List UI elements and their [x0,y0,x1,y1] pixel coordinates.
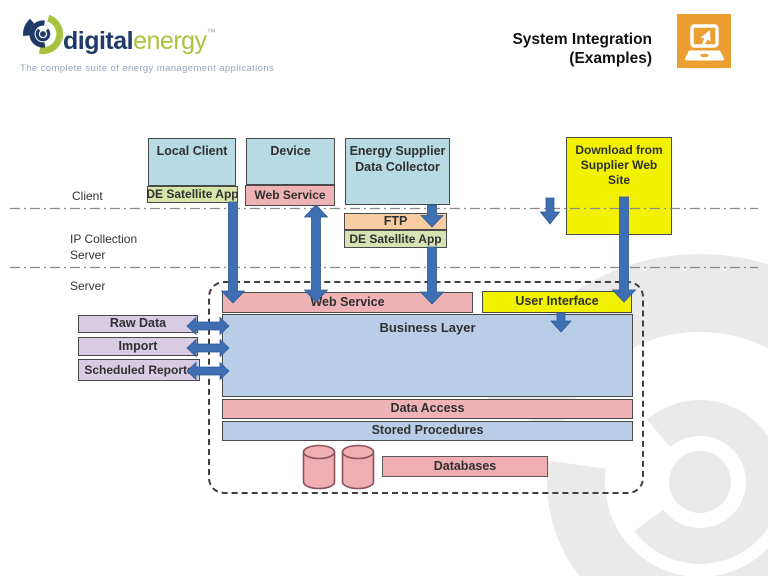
node-scheduled-reports: Scheduled Reports [78,359,200,381]
brand-word-digital: digital [63,27,134,55]
laptop-icon [677,14,731,68]
slide-title: System Integration (Examples) [512,31,652,69]
node-energy-supplier-data-collector: Energy Supplier Data Collector [345,138,450,205]
node-import: Import [78,337,198,356]
lane-label-server: Server [70,279,106,293]
node-device: Device [246,138,335,185]
brand-word-energy: energy [133,27,207,55]
node-databases: Databases [382,456,548,477]
digital-energy-logo-icon [22,13,64,55]
node-web-service-server: Web Service [222,292,473,313]
node-ftp: FTP [344,213,447,230]
slide-title-line2: (Examples) [569,49,652,67]
node-de-satellite-app-ip: DE Satellite App [344,230,447,248]
trademark-symbol: ™ [206,27,216,37]
lane-label-ip-collection-server: IP Collection Server [70,232,138,262]
node-data-access: Data Access [222,399,633,419]
database-cylinder-icon [341,444,375,490]
node-stored-procedures: Stored Procedures [222,421,633,441]
brand-tagline: The complete suite of energy management … [20,63,275,74]
node-raw-data: Raw Data [78,315,198,333]
node-download-supplier-web-site: Download from Supplier Web Site [566,137,672,235]
database-cylinder-icon [302,444,336,490]
slide-title-line1: System Integration [512,31,652,48]
brand-wordmark: digitalenergy™ [63,27,216,56]
node-web-service-device: Web Service [245,185,335,206]
node-local-client: Local Client [148,138,236,186]
node-user-interface: User Interface [482,291,632,313]
arrow-client-to-ip-tier [539,197,561,225]
node-business-layer: Business Layer [222,314,633,397]
lane-label-client: Client [72,189,103,203]
node-de-satellite-app-client: DE Satellite App [146,186,239,203]
